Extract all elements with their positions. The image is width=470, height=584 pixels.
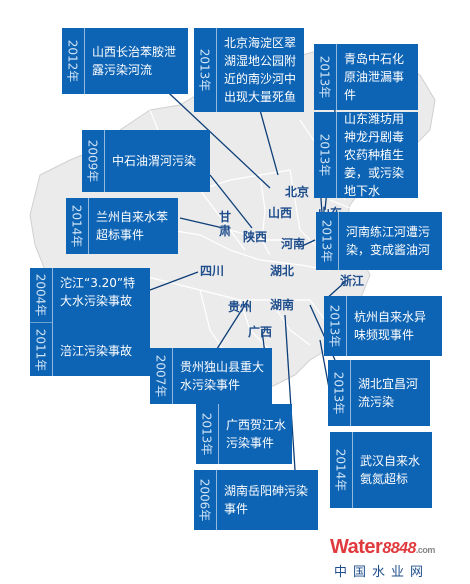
event-text: 贵州独山县重大水污染事件 — [180, 360, 265, 392]
leader-lines — [149, 79, 346, 471]
province-label-sichuan: 四川 — [200, 264, 225, 278]
event-text: 兰州自来水苯超标事件 — [96, 210, 169, 242]
event-year: 2013年 — [314, 112, 337, 198]
event-callout-beijing-haidian: 2013年 北京海淀区翠湖湿地公园附近的南沙河中出现大量死鱼 — [194, 28, 304, 112]
event-text: 广西贺江水污染事件 — [226, 418, 287, 450]
event-text: 杭州自来水异味频现事件 — [354, 310, 427, 342]
event-text: 河南练江河遭污染，变成酱油河 — [346, 225, 431, 257]
event-text: 青岛中石化原油泄漏事件 — [344, 52, 405, 102]
event-callout-yichang: 2013年 湖北宜昌河流污染 — [328, 360, 430, 426]
province-label-hunan: 湖南 — [270, 298, 295, 312]
event-text: 中石油渭河污染 — [112, 154, 197, 168]
event-year: 2014年 — [66, 198, 89, 254]
event-year: 2009年 — [82, 130, 105, 192]
event-callout-shanxi-changzhi: 2012年 山西长治苯胺泄露污染河流 — [62, 28, 188, 94]
event-callout-hunan-yueyang: 2006年 湖南岳阳砷污染事件 — [194, 470, 318, 530]
event-callout-weihe: 2009年 中石油渭河污染 — [82, 130, 210, 192]
province-label-henan: 河南 — [281, 237, 306, 251]
event-text: 武汉自来水氨氮超标 — [360, 454, 421, 486]
logo-brand-water: Water — [330, 536, 383, 558]
province-label-hubei: 湖北 — [270, 264, 295, 278]
logo-brand: Water8848.com — [330, 536, 435, 559]
event-callout-wuhan: 2014年 武汉自来水氨氮超标 — [330, 432, 432, 508]
event-callout-shandong-weifang: 2013年 山东潍坊用神龙丹剧毒农药种植生姜，或污染地下水 — [314, 112, 418, 198]
province-label-guangxi: 广西 — [248, 325, 273, 339]
event-year: 2013年 — [316, 212, 339, 270]
province-label-shaanxi: 陕西 — [243, 230, 268, 244]
event-year: 2004年 — [30, 268, 53, 322]
event-callout-henan-lianjiang: 2013年 河南练江河遭污染，变成酱油河 — [316, 212, 442, 270]
event-year: 2006年 — [194, 470, 217, 530]
event-text: 涪江污染事故 — [60, 344, 133, 358]
event-text: 湖南岳阳砷污染事件 — [224, 484, 309, 516]
event-year: 2011年 — [30, 322, 53, 377]
event-text: 沱江“3.20”特大水污染事故 — [60, 276, 136, 308]
logo-brand-domain: .com — [415, 545, 436, 555]
water8848-logo: Water8848.com 中国水业网 — [330, 536, 460, 580]
event-year: 2013年 — [196, 404, 219, 464]
logo-brand-number: 8848 — [382, 540, 416, 557]
province-label-guizhou: 贵州 — [228, 300, 253, 314]
event-year: 2013年 — [328, 360, 351, 426]
event-callout-guangxi-hejiang: 2013年 广西贺江水污染事件 — [196, 404, 292, 464]
event-text: 山东潍坊用神龙丹剧毒农药种植生姜，或污染地下水 — [344, 112, 405, 198]
event-callout-sichuan-tuojiang: 2004年 2011年 沱江“3.20”特大水污染事故 涪江污染事故 — [30, 268, 150, 377]
event-callout-lanzhou: 2014年 兰州自来水苯超标事件 — [66, 198, 178, 254]
province-label-gansu: 甘肃 — [219, 210, 232, 238]
event-text: 山西长治苯胺泄露污染河流 — [92, 45, 177, 77]
event-text: 北京海淀区翠湖湿地公园附近的南沙河中出现大量死鱼 — [224, 36, 297, 104]
province-label-beijing: 北京 — [285, 185, 310, 199]
event-year: 2013年 — [194, 28, 217, 112]
event-year: 2007年 — [150, 348, 173, 404]
event-text: 湖北宜昌河流污染 — [358, 377, 419, 409]
logo-subtitle: 中国水业网 — [334, 565, 430, 580]
event-callout-guizhou-dushan: 2007年 贵州独山县重大水污染事件 — [150, 348, 272, 404]
province-label-zhejiang: 浙江 — [340, 274, 365, 288]
event-callout-qingdao-oil: 2013年 青岛中石化原油泄漏事件 — [314, 44, 418, 110]
event-year: 2013年 — [324, 296, 347, 356]
event-year: 2013年 — [314, 44, 337, 110]
event-year: 2014年 — [330, 432, 353, 508]
event-year: 2012年 — [62, 28, 85, 94]
province-label-shanxi: 山西 — [268, 206, 293, 220]
event-callout-hangzhou: 2013年 杭州自来水异味频现事件 — [324, 296, 442, 356]
